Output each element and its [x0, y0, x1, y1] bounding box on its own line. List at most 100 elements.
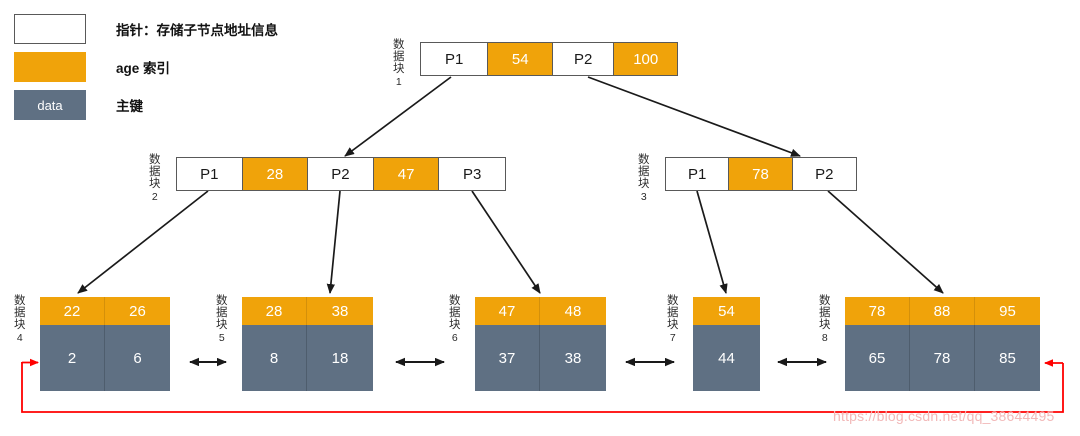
caption-char: 数 — [667, 295, 679, 307]
leaf5-age-cell[interactable]: 28 — [242, 297, 307, 325]
leaf5-age-row: 28 38 — [242, 297, 373, 325]
leaf8-age-cell[interactable]: 78 — [845, 297, 910, 325]
leaf-node-8[interactable]: 78 88 95 65 78 85 — [845, 297, 1040, 391]
caption-char: 数 — [149, 154, 161, 166]
leaf7-age-row: 54 — [693, 297, 760, 325]
leaf7-data-row: 44 — [693, 325, 760, 391]
caption-char: 块 — [638, 177, 650, 190]
node1-cell-key-100[interactable]: 100 — [614, 43, 677, 75]
watermark: https://blog.csdn.net/qq_38644495 — [833, 408, 1055, 424]
index-node-3[interactable]: P1 78 P2 — [665, 157, 857, 191]
leaf6-age-cell[interactable]: 47 — [475, 297, 540, 325]
leaf-caption-7: 数 据 块 7 — [667, 295, 679, 344]
edge-node3-p1-to-leaf7 — [696, 190, 728, 294]
edge-node2-p1-to-leaf4 — [77, 190, 209, 294]
node-caption-1: 数 据 块 1 — [393, 39, 405, 88]
leaf-circular-link-arrow-left — [21, 358, 39, 367]
caption-char: 据 — [216, 306, 228, 319]
leaf-node-5[interactable]: 28 38 8 18 — [242, 297, 373, 391]
caption-char: 数 — [393, 39, 405, 51]
leaf8-data-cell[interactable]: 85 — [975, 325, 1040, 391]
leaf4-age-cell[interactable]: 26 — [105, 297, 170, 325]
leaf6-age-cell[interactable]: 48 — [540, 297, 606, 325]
node2-cell-pointer-1[interactable]: P1 — [177, 158, 243, 190]
caption-char: 块 — [667, 318, 679, 331]
leaf4-age-row: 22 26 — [40, 297, 170, 325]
edge-node3-p2-to-leaf8 — [827, 190, 944, 294]
caption-char: 据 — [149, 165, 161, 178]
block-number: 7 — [669, 331, 676, 344]
caption-char: 块 — [393, 62, 405, 75]
legend-item-pointer: 指针：存储子节点地址信息 — [14, 14, 278, 44]
leaf-node-4[interactable]: 22 26 2 6 — [40, 297, 170, 391]
caption-char: 据 — [667, 306, 679, 319]
caption-char: 数 — [216, 295, 228, 307]
leaf7-age-cell[interactable]: 54 — [693, 297, 760, 325]
caption-char: 块 — [449, 318, 461, 331]
legend-swatch-age-index — [14, 52, 86, 82]
block-number: 8 — [821, 331, 828, 344]
block-number: 4 — [16, 331, 23, 344]
leaf8-age-cell[interactable]: 88 — [910, 297, 975, 325]
legend-swatch-pointer — [14, 14, 86, 44]
block-number: 2 — [151, 190, 158, 203]
legend-item-age-index: age 索引 — [14, 52, 278, 82]
leaf4-data-cell[interactable]: 2 — [40, 325, 105, 391]
edge-node1-p1-to-node2 — [344, 76, 452, 157]
leaf5-age-cell[interactable]: 38 — [307, 297, 373, 325]
node1-cell-pointer-2[interactable]: P2 — [552, 43, 615, 75]
leaf-caption-4: 数 据 块 4 — [14, 295, 26, 344]
index-node-1[interactable]: P1 54 P2 100 — [420, 42, 678, 76]
legend-swatch-primary-key: data — [14, 90, 86, 120]
caption-char: 块 — [819, 318, 831, 331]
leaf6-data-cell[interactable]: 37 — [475, 325, 540, 391]
leaf7-data-cell[interactable]: 44 — [693, 325, 760, 391]
leaf-node-7[interactable]: 54 44 — [693, 297, 760, 391]
node1-cell-key-54[interactable]: 54 — [488, 43, 553, 75]
caption-char: 据 — [819, 306, 831, 319]
caption-char: 据 — [638, 165, 650, 178]
edge-node2-p2-to-leaf5 — [326, 190, 341, 294]
node3-cell-key-78[interactable]: 78 — [729, 158, 793, 190]
leaf8-age-cell[interactable]: 95 — [975, 297, 1040, 325]
legend: 指针：存储子节点地址信息 age 索引 data 主键 — [14, 14, 278, 128]
caption-char: 数 — [449, 295, 461, 307]
leaf4-data-cell[interactable]: 6 — [105, 325, 170, 391]
node2-cell-key-47[interactable]: 47 — [373, 158, 440, 190]
index-node-2[interactable]: P1 28 P2 47 P3 — [176, 157, 506, 191]
leaf8-data-cell[interactable]: 65 — [845, 325, 910, 391]
caption-char: 据 — [393, 50, 405, 63]
leaf5-data-row: 8 18 — [242, 325, 373, 391]
leaf8-age-row: 78 88 95 — [845, 297, 1040, 325]
leaf8-data-cell[interactable]: 78 — [910, 325, 975, 391]
caption-char: 据 — [449, 306, 461, 319]
leaf-node-6[interactable]: 47 48 37 38 — [475, 297, 606, 391]
caption-char: 块 — [149, 177, 161, 190]
node2-cell-pointer-3[interactable]: P3 — [439, 158, 505, 190]
caption-char: 据 — [14, 306, 26, 319]
leaf4-age-cell[interactable]: 22 — [40, 297, 105, 325]
leaf5-data-cell[interactable]: 8 — [242, 325, 307, 391]
block-number: 6 — [451, 331, 458, 344]
caption-char: 块 — [14, 318, 26, 331]
legend-label-age-index: age 索引 — [116, 61, 171, 76]
node3-cell-pointer-2[interactable]: P2 — [792, 158, 857, 190]
leaf8-data-row: 65 78 85 — [845, 325, 1040, 391]
node2-cell-pointer-2[interactable]: P2 — [308, 158, 374, 190]
leaf6-data-cell[interactable]: 38 — [540, 325, 606, 391]
leaf-caption-6: 数 据 块 6 — [449, 295, 461, 344]
node1-cell-pointer-1[interactable]: P1 — [421, 43, 489, 75]
caption-char: 块 — [216, 318, 228, 331]
edge-node1-p2-to-node3 — [587, 76, 801, 157]
node2-cell-key-28[interactable]: 28 — [242, 158, 309, 190]
leaf5-data-cell[interactable]: 18 — [307, 325, 373, 391]
legend-label-pointer: 指针：存储子节点地址信息 — [116, 23, 278, 38]
legend-label-primary-key: 主键 — [116, 99, 143, 114]
node3-cell-pointer-1[interactable]: P1 — [666, 158, 730, 190]
caption-char: 数 — [14, 295, 26, 307]
legend-item-primary-key: data 主键 — [14, 90, 278, 120]
edge-node2-p3-to-leaf6 — [471, 190, 541, 294]
caption-char: 数 — [638, 154, 650, 166]
block-number: 3 — [640, 190, 647, 203]
